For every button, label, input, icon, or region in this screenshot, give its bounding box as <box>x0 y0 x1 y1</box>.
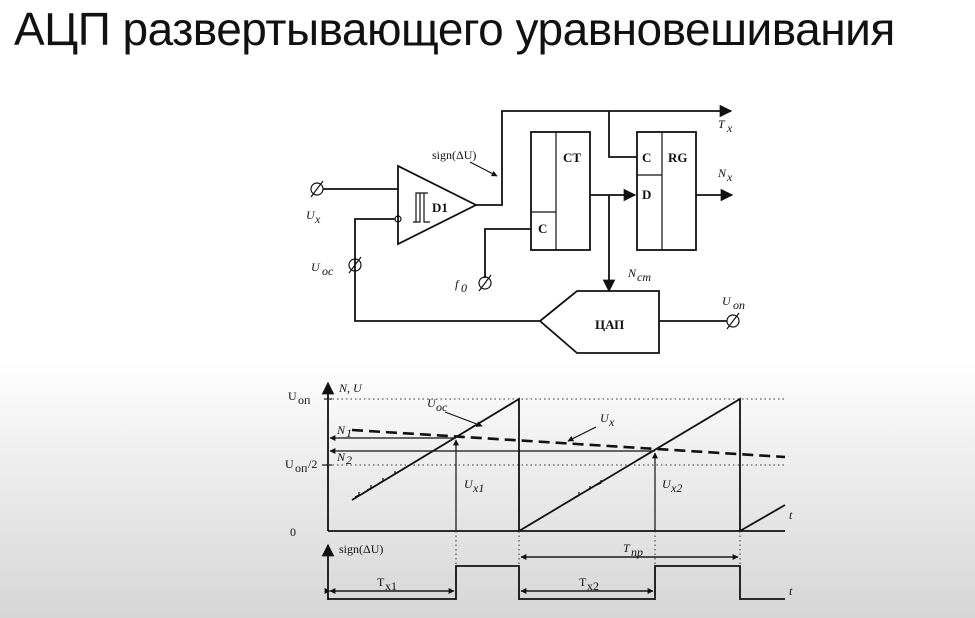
n1-label-sub: 1 <box>346 426 352 440</box>
ux2-label-sub: x2 <box>670 481 682 495</box>
f0-label-sub: 0 <box>461 281 467 295</box>
ux1-label-sub: x1 <box>472 481 484 495</box>
ux2-label: U <box>662 477 672 491</box>
ux-curve-label: U <box>600 411 610 425</box>
n2-label-sub: 2 <box>346 453 352 467</box>
nx-label-sub: x <box>726 170 733 184</box>
timing-diagram: N, U t U оп U оп /2 0 N 1 N 2 U x U ос <box>285 381 793 600</box>
nx-label: N <box>717 166 727 180</box>
t-axis-label: t <box>789 508 793 522</box>
block-schematic: U x D1 U ос sign(ΔU) T x CT <box>306 104 745 354</box>
half-level-label-suffix: /2 <box>308 457 317 471</box>
uoc-feedback-terminal: U ос <box>311 256 362 278</box>
uoc-sawtooth <box>351 397 786 533</box>
uop-label-sub: оп <box>733 298 745 312</box>
uop-level-label: U <box>288 389 297 403</box>
uoc-label: U <box>311 260 321 274</box>
n2-label: N <box>336 450 346 464</box>
register-d-label: D <box>642 187 651 202</box>
tx1-label: T <box>377 575 385 589</box>
sign-axis-label: sign(ΔU) <box>339 542 383 556</box>
tpr-label-sub: пр <box>631 545 643 559</box>
t-axis2-label: t <box>789 584 793 598</box>
dac-label: ЦАП <box>595 317 624 332</box>
comparator-label: D1 <box>432 200 448 215</box>
counter-ct: CT C <box>530 131 591 251</box>
counter-label: CT <box>563 150 581 165</box>
y-axis-label: N, U <box>338 381 363 395</box>
ux1-label: U <box>464 477 474 491</box>
half-level-label-sub: оп <box>295 461 308 475</box>
ux-label-sub: x <box>314 212 321 226</box>
tx2-label-sub: x2 <box>587 579 599 593</box>
register-rg: C RG D <box>636 131 697 251</box>
tx2-label: T <box>579 575 587 589</box>
tx-label: T <box>718 117 726 131</box>
counter-c-label: C <box>538 221 547 236</box>
dac-block: ЦАП <box>538 290 660 354</box>
nct-label: N <box>627 266 637 280</box>
uoc-curve-label-sub: ос <box>436 400 448 414</box>
ux-input-terminal: U x <box>306 180 398 226</box>
sign-label: sign(ΔU) <box>432 148 476 162</box>
ux-label: U <box>306 208 316 222</box>
f0-label: f <box>455 277 460 291</box>
tx-label-sub: x <box>726 121 733 135</box>
ux-dashed-line <box>351 428 786 459</box>
slide-title: АЦП развертывающего уравновешивания <box>14 3 895 55</box>
uop-level-label-sub: оп <box>298 393 311 407</box>
uoc-label-sub: ос <box>322 264 334 278</box>
register-c-label: C <box>642 150 651 165</box>
zero-label: 0 <box>290 525 296 539</box>
register-label: RG <box>668 150 688 165</box>
ux-curve-label-sub: x <box>608 415 615 429</box>
comparator-d1: D1 <box>394 164 479 246</box>
nct-label-sub: ст <box>637 270 651 284</box>
tpr-label: T <box>623 541 631 555</box>
half-level-label: U <box>285 457 294 471</box>
n1-label: N <box>336 423 346 437</box>
uop-reference-terminal: U оп <box>722 294 745 330</box>
uoc-curve-label: U <box>427 396 437 410</box>
sign-waveform <box>328 565 785 600</box>
uop-label: U <box>722 294 732 308</box>
f0-clock-terminal: f 0 <box>455 274 492 295</box>
tx1-label-sub: x1 <box>385 579 397 593</box>
